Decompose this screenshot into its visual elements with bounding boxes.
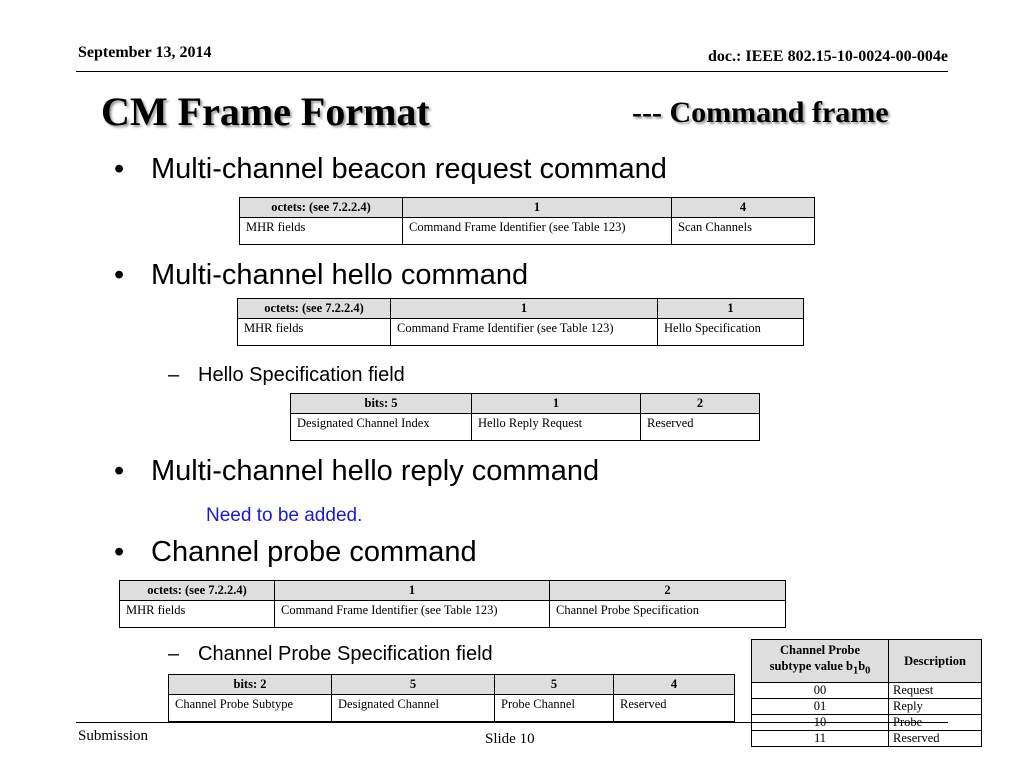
table-cell: 1 — [657, 298, 804, 319]
table-cell: bits: 2 — [168, 674, 332, 695]
table-cell: octets: (see 7.2.2.4) — [237, 298, 391, 319]
table-cell: MHR fields — [239, 217, 403, 245]
table-probe-spec: bits: 2 5 5 4 Channel Probe Subtype Desi… — [168, 674, 735, 722]
table-header-row: Channel Probe subtype value b1b0 Descrip… — [751, 639, 982, 683]
table-cell: MHR fields — [237, 318, 391, 346]
slide-subtitle: --- Command frame — [632, 96, 889, 129]
sub-bullet-text: Channel Probe Specification field — [198, 643, 493, 665]
bullet-beacon-request: • Multi-channel beacon request command — [114, 153, 667, 186]
table-cell: 01 — [751, 697, 889, 715]
table-cell: Reply — [888, 697, 982, 715]
header-text: b — [858, 659, 866, 673]
table-header-row: bits: 2 5 5 4 — [168, 674, 735, 695]
table-cell: 5 — [494, 674, 614, 695]
table-cell: 4 — [613, 674, 735, 695]
bullet-text: Channel probe command — [151, 536, 477, 568]
table-hello: octets: (see 7.2.2.4) 1 1 MHR fields Com… — [237, 298, 804, 346]
table-row: Channel Probe Subtype Designated Channel… — [168, 694, 735, 722]
table-cell: Reserved — [613, 694, 735, 722]
table-cell: bits: 5 — [290, 393, 472, 414]
subscript: 1 — [853, 665, 859, 677]
table-cell: MHR fields — [119, 600, 275, 628]
table-cell: 1 — [402, 197, 672, 218]
table-cell: 5 — [331, 674, 495, 695]
header-text: subtype value b — [769, 659, 853, 673]
table-cell: Designated Channel Index — [290, 413, 472, 441]
sub-bullet-probe-spec: –Channel Probe Specification field — [168, 643, 493, 666]
table-row: 00 Request — [751, 681, 982, 699]
table-beacon-request: octets: (see 7.2.2.4) 1 4 MHR fields Com… — [239, 197, 815, 245]
sub-bullet-marker: – — [168, 643, 180, 665]
table-cell: Probe Channel — [494, 694, 614, 722]
table-cell: octets: (see 7.2.2.4) — [119, 580, 275, 601]
table-row: 01 Reply — [751, 697, 982, 715]
table-cell: Hello Specification — [657, 318, 804, 346]
table-cell: 1 — [471, 393, 641, 414]
slide-title: CM Frame Format — [101, 89, 430, 134]
bullet-marker: • — [114, 153, 125, 185]
bullet-hello: • Multi-channel hello command — [114, 259, 528, 292]
subscript: 0 — [865, 665, 871, 677]
table-cell: 1 — [274, 580, 550, 601]
table-header-row: octets: (see 7.2.2.4) 1 2 — [119, 580, 786, 601]
table-cell: 2 — [549, 580, 786, 601]
header-date: September 13, 2014 — [78, 44, 212, 61]
table-header-row: octets: (see 7.2.2.4) 1 1 — [237, 298, 804, 319]
table-cell: 00 — [751, 681, 889, 699]
table-cell: Reserved — [640, 413, 760, 441]
header-text: Channel Probe — [780, 643, 860, 657]
table-cell: 11 — [751, 729, 889, 747]
table-hello-spec: bits: 5 1 2 Designated Channel Index Hel… — [290, 393, 760, 441]
bullet-text: Multi-channel hello reply command — [151, 455, 600, 487]
footer-submission: Submission — [78, 728, 149, 744]
table-cell: Channel Probe Specification — [549, 600, 786, 628]
table-cell: 1 — [390, 298, 658, 319]
table-cell: Designated Channel — [331, 694, 495, 722]
table-cell: Channel Probe subtype value b1b0 — [751, 639, 889, 683]
table-cell: 4 — [671, 197, 815, 218]
table-header-row: octets: (see 7.2.2.4) 1 4 — [239, 197, 815, 218]
placeholder-note: Need to be added. — [206, 505, 363, 526]
bullet-hello-reply: • Multi-channel hello reply command — [114, 455, 599, 488]
table-cell: Reserved — [888, 729, 982, 747]
table-header-row: bits: 5 1 2 — [290, 393, 760, 414]
sub-bullet-marker: – — [168, 364, 180, 386]
table-cell: Command Frame Identifier (see Table 123) — [390, 318, 658, 346]
table-row: 11 Reserved — [751, 729, 982, 747]
table-row: MHR fields Command Frame Identifier (see… — [237, 318, 804, 346]
bullet-text: Multi-channel hello command — [151, 259, 529, 291]
table-cell: Description — [888, 639, 982, 683]
bullet-marker: • — [114, 536, 125, 568]
bullet-marker: • — [114, 455, 125, 487]
table-cell: Command Frame Identifier (see Table 123) — [402, 217, 672, 245]
table-cell: Hello Reply Request — [471, 413, 641, 441]
table-cell: Command Frame Identifier (see Table 123) — [274, 600, 550, 628]
table-probe-subtype-values: Channel Probe subtype value b1b0 Descrip… — [751, 639, 982, 747]
sub-bullet-text: Hello Specification field — [198, 364, 405, 386]
table-cell: Scan Channels — [671, 217, 815, 245]
sub-bullet-hello-spec: –Hello Specification field — [168, 364, 405, 387]
header-divider — [76, 71, 948, 72]
bullet-channel-probe: • Channel probe command — [114, 536, 477, 569]
table-row: MHR fields Command Frame Identifier (see… — [239, 217, 815, 245]
table-cell: 2 — [640, 393, 760, 414]
table-row: Designated Channel Index Hello Reply Req… — [290, 413, 760, 441]
bullet-marker: • — [114, 259, 125, 291]
footer-divider — [76, 722, 948, 723]
header-doc-id: doc.: IEEE 802.15-10-0024-00-004e — [708, 48, 948, 65]
table-row: MHR fields Command Frame Identifier (see… — [119, 600, 786, 628]
table-cell: Request — [888, 681, 982, 699]
table-cell: octets: (see 7.2.2.4) — [239, 197, 403, 218]
table-cell: Channel Probe Subtype — [168, 694, 332, 722]
footer-slide-number: Slide 10 — [485, 731, 535, 747]
table-channel-probe: octets: (see 7.2.2.4) 1 2 MHR fields Com… — [119, 580, 786, 628]
bullet-text: Multi-channel beacon request command — [151, 153, 667, 185]
